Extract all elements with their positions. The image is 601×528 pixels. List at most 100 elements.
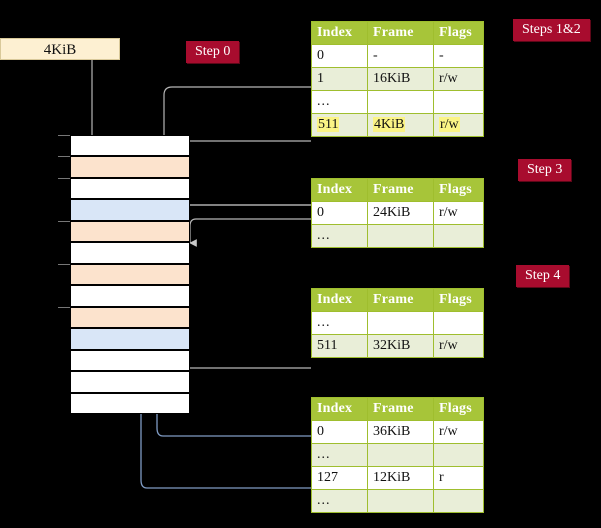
column-header-index: Index <box>311 397 368 421</box>
cell-flags: r/w <box>439 424 458 439</box>
cell-index: 1 <box>317 71 324 86</box>
table-row: 0-- <box>311 44 484 68</box>
cell-frame-container <box>367 224 434 248</box>
cell-index-container: 511 <box>311 334 368 358</box>
cell-frame: 36KiB <box>373 424 411 439</box>
cell-flags-container <box>433 311 484 335</box>
memory-frame-10 <box>70 349 190 372</box>
cell-index: 127 <box>317 470 338 485</box>
table-row: 127 12KiB r <box>311 466 484 490</box>
cell-flags-container: - <box>433 44 484 68</box>
table-row: 0 24KiB r/w <box>311 201 484 225</box>
column-header-flags: Flags <box>433 178 484 202</box>
badge-step-4: Step 4 <box>516 265 570 287</box>
cell-frame: 4KiB <box>373 117 406 132</box>
cell-frame: 32KiB <box>373 338 411 353</box>
cell-flags-container <box>433 489 484 513</box>
cell-flags-container <box>433 224 484 248</box>
cell-index-container: ... <box>311 311 368 335</box>
memory-frame-12 <box>70 392 190 414</box>
cell-flags: r/w <box>439 205 458 220</box>
badge-step-3: Step 3 <box>518 159 572 181</box>
cell-frame-container: 12KiB <box>367 466 434 490</box>
cell-index: 511 <box>317 117 340 132</box>
source-frame-box: 4KiB <box>0 38 120 60</box>
memory-frame-0 <box>70 135 190 157</box>
cell-frame-container: - <box>367 44 434 68</box>
cell-index: ... <box>317 315 331 330</box>
column-header-frame: Frame <box>367 178 434 202</box>
table-row: 1 16KiB r/w <box>311 67 484 91</box>
cell-flags: r/w <box>439 71 458 86</box>
cell-flags: - <box>439 48 444 63</box>
cell-frame: 16KiB <box>373 71 411 86</box>
column-header-frame: Frame <box>367 21 434 45</box>
memory-frame-4 <box>70 220 190 243</box>
cell-flags: r <box>439 470 444 485</box>
cell-frame-container <box>367 489 434 513</box>
badge-steps-1-2: Steps 1&2 <box>513 19 590 41</box>
cell-index: 0 <box>317 205 324 220</box>
table-row: 511 4KiB r/w <box>311 113 484 137</box>
cell-frame: - <box>373 48 378 63</box>
cell-index-container: 0 <box>311 201 368 225</box>
cell-flags-container: r/w <box>433 334 484 358</box>
cell-index-container: ... <box>311 224 368 248</box>
cell-frame-container: 4KiB <box>367 113 434 137</box>
cell-frame-container <box>367 311 434 335</box>
cell-index-container: 511 <box>311 113 368 137</box>
source-frame-label: 4KiB <box>43 42 77 58</box>
cell-index: 511 <box>317 338 338 353</box>
column-header-flags: Flags <box>433 21 484 45</box>
cell-flags-container <box>433 443 484 467</box>
cell-frame: 12KiB <box>373 470 411 485</box>
cell-index-container: ... <box>311 489 368 513</box>
cell-index-container: ... <box>311 443 368 467</box>
cell-flags: r/w <box>439 338 458 353</box>
table-row: ... <box>311 224 484 248</box>
cell-index: ... <box>317 228 331 243</box>
memory-frame-11 <box>70 371 190 393</box>
memory-frame-3 <box>70 199 190 221</box>
cell-flags: r/w <box>439 117 460 132</box>
table-row: ... <box>311 90 484 114</box>
memory-frame-tick-8 <box>58 306 70 308</box>
cell-index-container: 127 <box>311 466 368 490</box>
physical-memory-column <box>58 135 190 414</box>
memory-frame-tick-1 <box>58 156 70 158</box>
cell-frame-container: 36KiB <box>367 420 434 444</box>
cell-flags-container: r/w <box>433 201 484 225</box>
cell-index-container: 1 <box>311 67 368 91</box>
column-header-index: Index <box>311 178 368 202</box>
cell-index-container: ... <box>311 90 368 114</box>
cell-index: ... <box>317 493 331 508</box>
memory-frame-6 <box>70 263 190 286</box>
memory-frame-2 <box>70 177 190 200</box>
table-row: 0 36KiB r/w <box>311 420 484 444</box>
cell-index-container: 0 <box>311 420 368 444</box>
cell-frame-container: 16KiB <box>367 67 434 91</box>
cell-frame-container <box>367 443 434 467</box>
cell-frame: 24KiB <box>373 205 411 220</box>
cell-index-container: 0 <box>311 44 368 68</box>
cell-flags-container <box>433 90 484 114</box>
column-header-index: Index <box>311 21 368 45</box>
cell-flags-container: r/w <box>433 420 484 444</box>
badge-step-0: Step 0 <box>186 41 240 63</box>
memory-frame-7 <box>70 285 190 307</box>
column-header-frame: Frame <box>367 288 434 312</box>
memory-frame-tick-2 <box>58 177 70 179</box>
memory-frame-9 <box>70 328 190 350</box>
column-header-flags: Flags <box>433 288 484 312</box>
column-header-flags: Flags <box>433 397 484 421</box>
memory-frame-tick-0 <box>58 135 70 136</box>
cell-index: ... <box>317 94 331 109</box>
cell-index: ... <box>317 447 331 462</box>
table-row: 511 32KiB r/w <box>311 334 484 358</box>
column-header-frame: Frame <box>367 397 434 421</box>
